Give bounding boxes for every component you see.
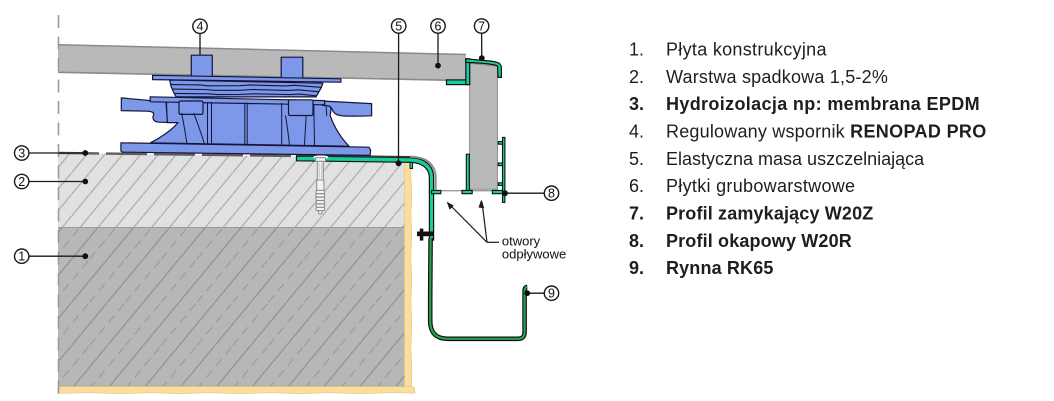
svg-text:6: 6 [435, 19, 442, 33]
svg-text:9.: 9. [629, 258, 644, 278]
svg-text:1.: 1. [629, 39, 644, 59]
svg-text:Elastyczna masa uszczelniająca: Elastyczna masa uszczelniająca [666, 149, 925, 169]
svg-text:6.: 6. [629, 176, 644, 196]
svg-text:Warstwa spadkowa 1,5-2%: Warstwa spadkowa 1,5-2% [666, 67, 888, 87]
svg-text:7: 7 [478, 19, 485, 33]
svg-text:7.: 7. [629, 204, 644, 224]
svg-text:5: 5 [395, 19, 402, 33]
svg-text:odpływowe: odpływowe [502, 247, 566, 262]
svg-text:2.: 2. [629, 67, 644, 87]
svg-text:9: 9 [548, 287, 555, 301]
svg-text:4: 4 [197, 20, 204, 34]
svg-text:3.: 3. [629, 94, 644, 114]
svg-text:Rynna RK65: Rynna RK65 [666, 258, 774, 278]
svg-text:8.: 8. [629, 231, 644, 251]
svg-text:1: 1 [18, 250, 25, 264]
svg-text:otwory: otwory [502, 234, 541, 249]
svg-text:4.: 4. [629, 122, 644, 142]
svg-text:Płytki grubowarstwowe: Płytki grubowarstwowe [666, 176, 855, 196]
svg-text:Profil okapowy W20R: Profil okapowy W20R [666, 231, 852, 251]
svg-text:5.: 5. [629, 149, 644, 169]
svg-text:3: 3 [18, 146, 25, 160]
svg-text:8: 8 [548, 187, 555, 201]
svg-text:Regulowany wspornik RENOPAD PR: Regulowany wspornik RENOPAD PRO [666, 122, 987, 142]
svg-text:Profil zamykający W20Z: Profil zamykający W20Z [666, 204, 873, 224]
svg-text:Hydroizolacja np: membrana EPD: Hydroizolacja np: membrana EPDM [666, 94, 980, 114]
svg-text:Płyta konstrukcyjna: Płyta konstrukcyjna [666, 39, 827, 59]
svg-text:2: 2 [18, 175, 25, 189]
